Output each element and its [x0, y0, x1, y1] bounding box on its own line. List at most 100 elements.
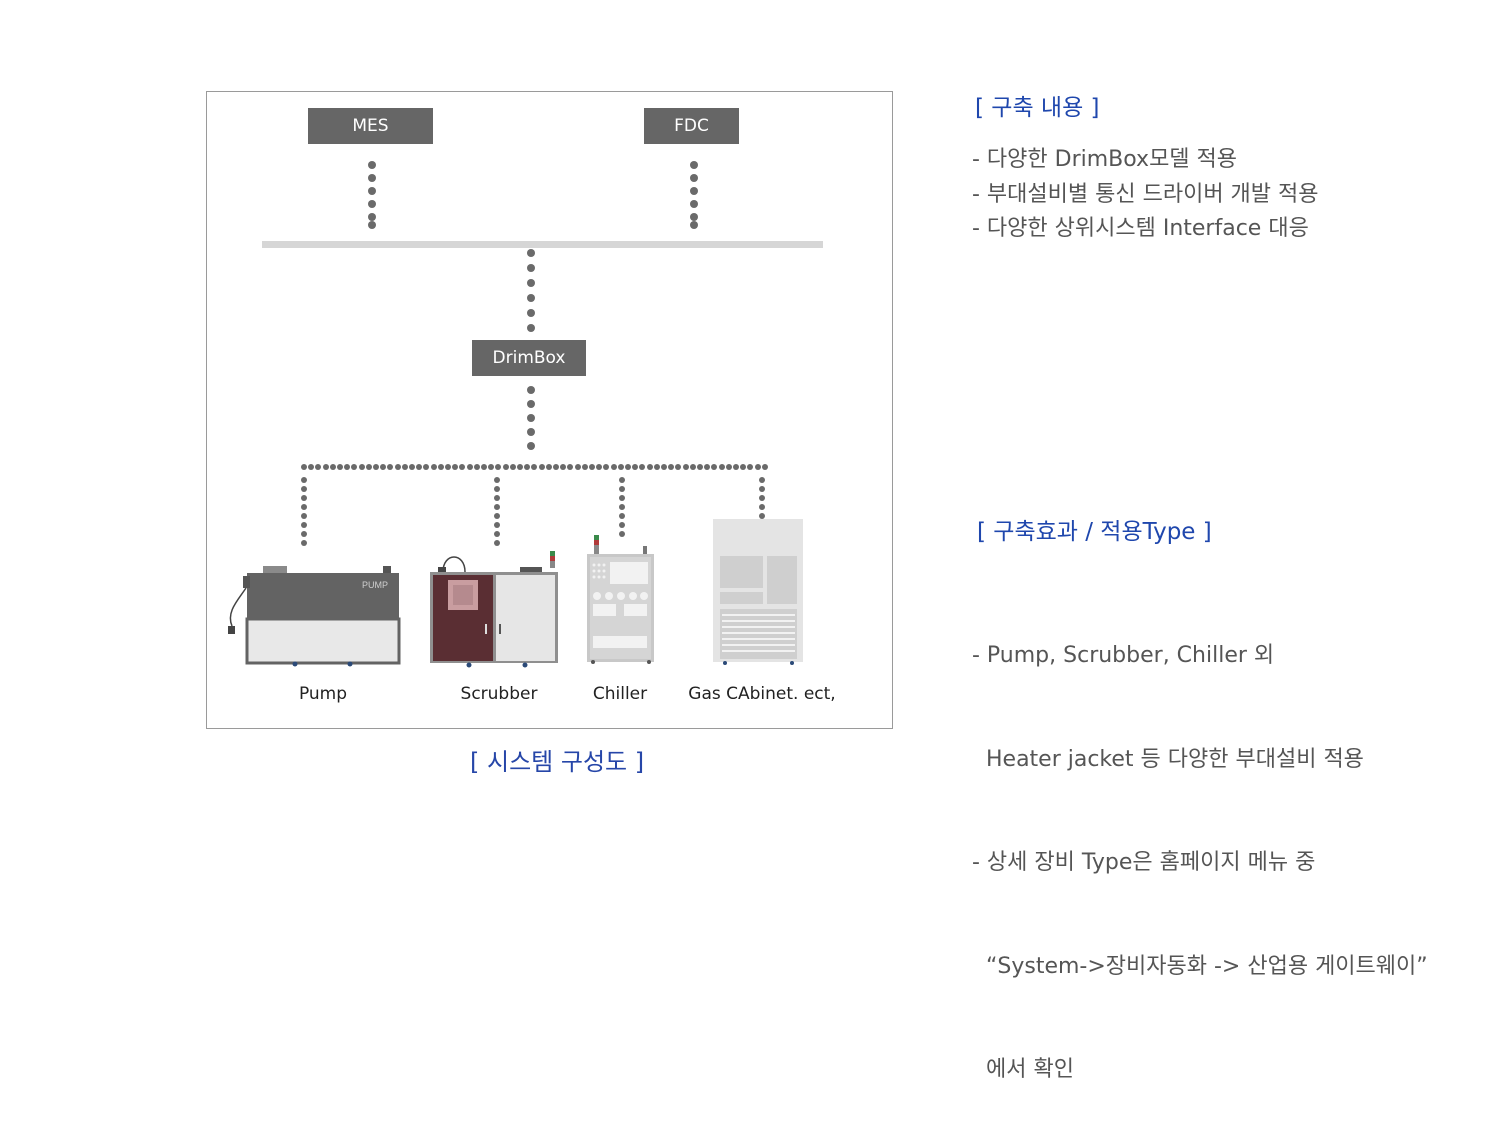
pump-label: Pump: [298, 684, 348, 704]
diagram-caption: [ 시스템 구성도 ]: [470, 748, 645, 776]
connector-dot: [488, 464, 494, 470]
connector-dot: [474, 464, 480, 470]
connector-dot: [423, 464, 429, 470]
drimbox-node: DrimBox: [472, 340, 586, 376]
connector-dot: [494, 486, 500, 492]
connector-dot: [494, 540, 500, 546]
connector-dot: [546, 464, 552, 470]
connector-dot: [301, 540, 307, 546]
network-bus: [262, 241, 823, 248]
connector-dot: [759, 513, 765, 519]
drimbox-label: DrimBox: [492, 348, 566, 368]
connector-dot: [619, 477, 625, 483]
connector-dot: [337, 464, 343, 470]
connector-dot: [359, 464, 365, 470]
list-item: - Pump, Scrubber, Chiller 외: [972, 643, 1275, 668]
connector-dot: [323, 464, 329, 470]
connector-dot: [387, 464, 393, 470]
connector-dot: [719, 464, 725, 470]
connector-dot: [531, 464, 537, 470]
section2-list: - Pump, Scrubber, Chiller 외 Heater jacke…: [972, 570, 1428, 1122]
connector-dot: [759, 504, 765, 510]
connector-dot: [632, 464, 638, 470]
connector-dot: [567, 464, 573, 470]
connector-dot: [619, 486, 625, 492]
mes-label: MES: [352, 116, 389, 136]
connector-dot: [308, 464, 314, 470]
connector-dot: [582, 464, 588, 470]
connector-dot: [711, 464, 717, 470]
connector-dot: [431, 464, 437, 470]
section1-title: [ 구축 내용 ]: [975, 95, 1100, 121]
connector-dot: [301, 513, 307, 519]
connector-dot: [452, 464, 458, 470]
connector-dot: [560, 464, 566, 470]
connector-dot: [619, 495, 625, 501]
connector-dot: [668, 464, 674, 470]
connector-dot: [596, 464, 602, 470]
connector-dot: [438, 464, 444, 470]
connector-dot: [344, 464, 350, 470]
connector-dot: [639, 464, 645, 470]
connector-dot: [380, 464, 386, 470]
connector-dot: [301, 522, 307, 528]
connector-dot: [661, 464, 667, 470]
connector-dot: [503, 464, 509, 470]
chiller-label: Chiller: [592, 684, 648, 704]
connector-dot: [589, 464, 595, 470]
connector-dot: [697, 464, 703, 470]
connector-dot: [416, 464, 422, 470]
connector-dot: [619, 531, 625, 537]
connector-dot: [494, 522, 500, 528]
connector-dot: [467, 464, 473, 470]
connector-dot: [301, 495, 307, 501]
connector-dot: [495, 464, 501, 470]
connector-dot: [619, 513, 625, 519]
connector-dot: [301, 477, 307, 483]
connector-dot: [625, 464, 631, 470]
connector-dot: [366, 464, 372, 470]
connector-dot: [647, 464, 653, 470]
connector-dot: [733, 464, 739, 470]
connector-dot: [494, 504, 500, 510]
connector-dot: [654, 464, 660, 470]
connector-dot: [759, 495, 765, 501]
connector-dot: [759, 477, 765, 483]
connector-dot: [315, 464, 321, 470]
list-item: Heater jacket 등 다양한 부대설비 적용: [972, 746, 1364, 772]
scrubber-label: Scrubber: [460, 684, 538, 704]
connector-dot: [494, 531, 500, 537]
connector-dot: [619, 504, 625, 510]
diagram-frame: [206, 91, 893, 729]
connector-dot: [481, 464, 487, 470]
connector-dot: [301, 464, 307, 470]
connector-dot: [740, 464, 746, 470]
connector-dot: [683, 464, 689, 470]
connector-dot: [618, 464, 624, 470]
connector-dot: [402, 464, 408, 470]
connector-dot: [675, 464, 681, 470]
list-item: - 부대설비별 통신 드라이버 개발 적용: [972, 181, 1319, 207]
fdc-label: FDC: [674, 116, 709, 136]
connector-dot: [351, 464, 357, 470]
connector-dot: [330, 464, 336, 470]
connector-dot: [611, 464, 617, 470]
fdc-node: FDC: [644, 108, 739, 144]
list-item: - 다양한 상위시스템 Interface 대응: [972, 216, 1309, 241]
connector-dot: [517, 464, 523, 470]
connector-dot: [755, 464, 761, 470]
gas-cabinet-label: Gas CAbinet. ect,: [688, 684, 836, 704]
connector-dot: [395, 464, 401, 470]
connector-dot: [459, 464, 465, 470]
connector-dot: [759, 486, 765, 492]
connector-dot: [539, 464, 545, 470]
connector-dot: [510, 464, 516, 470]
connector-dot: [619, 522, 625, 528]
connector-dot: [445, 464, 451, 470]
list-item: “System->장비자동화 -> 산업용 게이트웨이”: [972, 953, 1428, 979]
connector-dot: [603, 464, 609, 470]
connector-dot: [301, 504, 307, 510]
connector-dot: [726, 464, 732, 470]
connector-dot: [575, 464, 581, 470]
connector-dot: [301, 486, 307, 492]
